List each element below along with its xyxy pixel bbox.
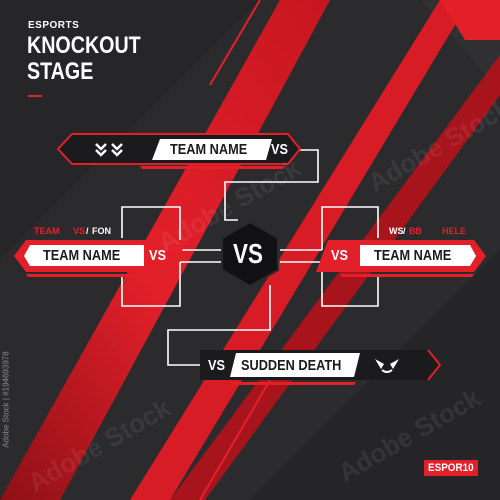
left-tag-code: FON <box>92 226 111 236</box>
left-tag-sep: / <box>86 226 89 236</box>
right-tag-ws: WS <box>389 226 404 236</box>
sudden-death-label: SUDDEN DEATH <box>241 357 342 374</box>
page-title-line2: STAGE <box>27 58 94 85</box>
top-vs-label: VS <box>271 141 289 158</box>
mascot-icon <box>372 355 402 375</box>
right-tag-name: HELE <box>442 226 467 236</box>
left-tag-team: TEAM <box>34 226 60 236</box>
side-stock-id: Adobe Stock | #194693978 <box>1 351 11 448</box>
left-team-name: TEAM NAME <box>43 247 121 264</box>
right-tag-sep: / <box>403 226 406 236</box>
right-tag-code: BB <box>409 226 422 236</box>
eyebrow-label: ESPORTS <box>28 20 80 31</box>
bottom-vs-label: VS <box>208 357 226 374</box>
chevrons-down-icon <box>92 140 128 158</box>
right-team-name: TEAM NAME <box>374 247 452 264</box>
right-vs-label: VS <box>331 247 349 264</box>
left-tag-vs: VS <box>73 226 86 236</box>
espor-badge <box>424 460 478 476</box>
top-team-name: TEAM NAME <box>170 141 248 158</box>
title-underline <box>28 95 42 97</box>
espor-badge-label: ESPOR10 <box>428 462 474 474</box>
left-vs-label: VS <box>149 247 167 264</box>
page-title-line1: KNOCKOUT <box>27 32 141 59</box>
center-vs-label: VS <box>233 238 263 269</box>
